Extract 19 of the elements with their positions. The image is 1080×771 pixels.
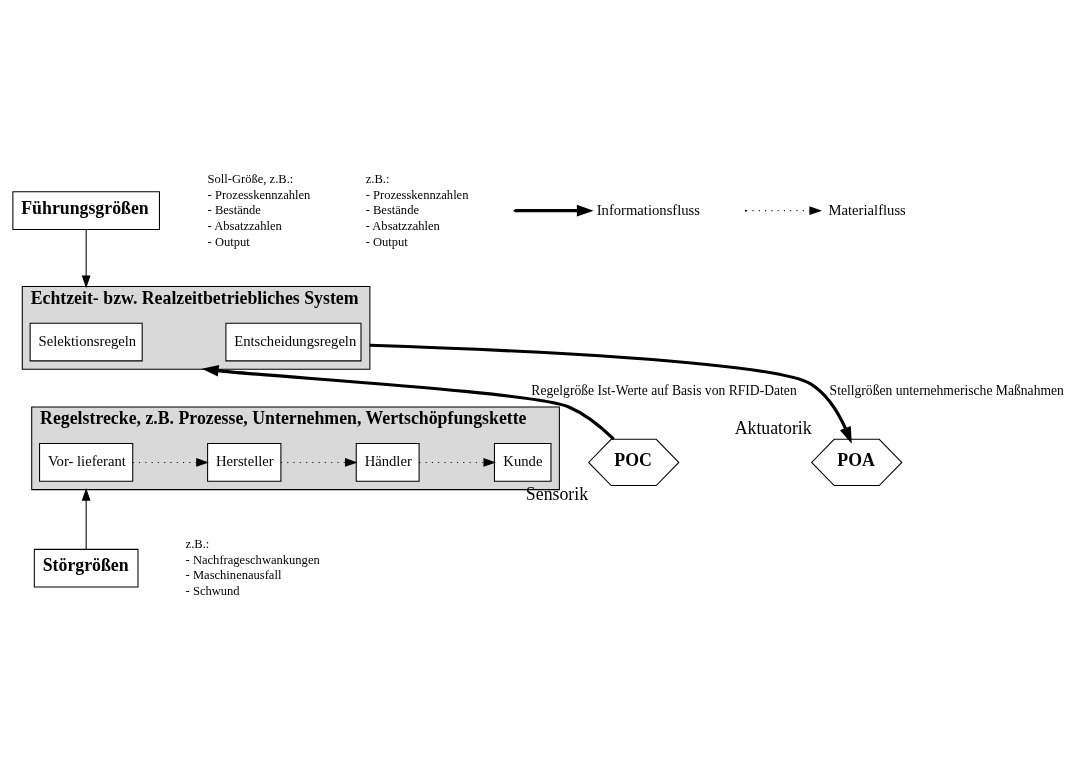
label: - Schwund: [185, 584, 240, 599]
label: z.B.:: [185, 536, 210, 551]
edge-label: Regelgröße Ist-Werte auf Basis von RFID-Daten: [531, 382, 797, 398]
label: - Bestände: [365, 203, 419, 218]
label: - Output: [207, 234, 250, 249]
legend-label: Informationsfluss: [596, 201, 701, 218]
label: - Prozesskennzahlen: [207, 187, 311, 202]
label: - Bestände: [207, 203, 261, 218]
label: z.B.:: [365, 172, 390, 186]
label: - Output: [365, 234, 408, 249]
label: - Maschinenausfall: [185, 568, 282, 583]
label: Soll-Größe, z.B.:: [207, 172, 294, 186]
label: - Absatzzahlen: [207, 219, 282, 234]
label: - Prozesskennzahlen: [365, 187, 469, 202]
label: - Nachfrageschwankungen: [185, 552, 320, 567]
node-label: Aktuatorik: [734, 417, 812, 438]
edge-label: Stellgrößen unternehmerische Maßnahmen: [829, 382, 1064, 398]
label: - Absatzzahlen: [365, 219, 440, 234]
legend-label: Materialfluss: [828, 201, 906, 218]
